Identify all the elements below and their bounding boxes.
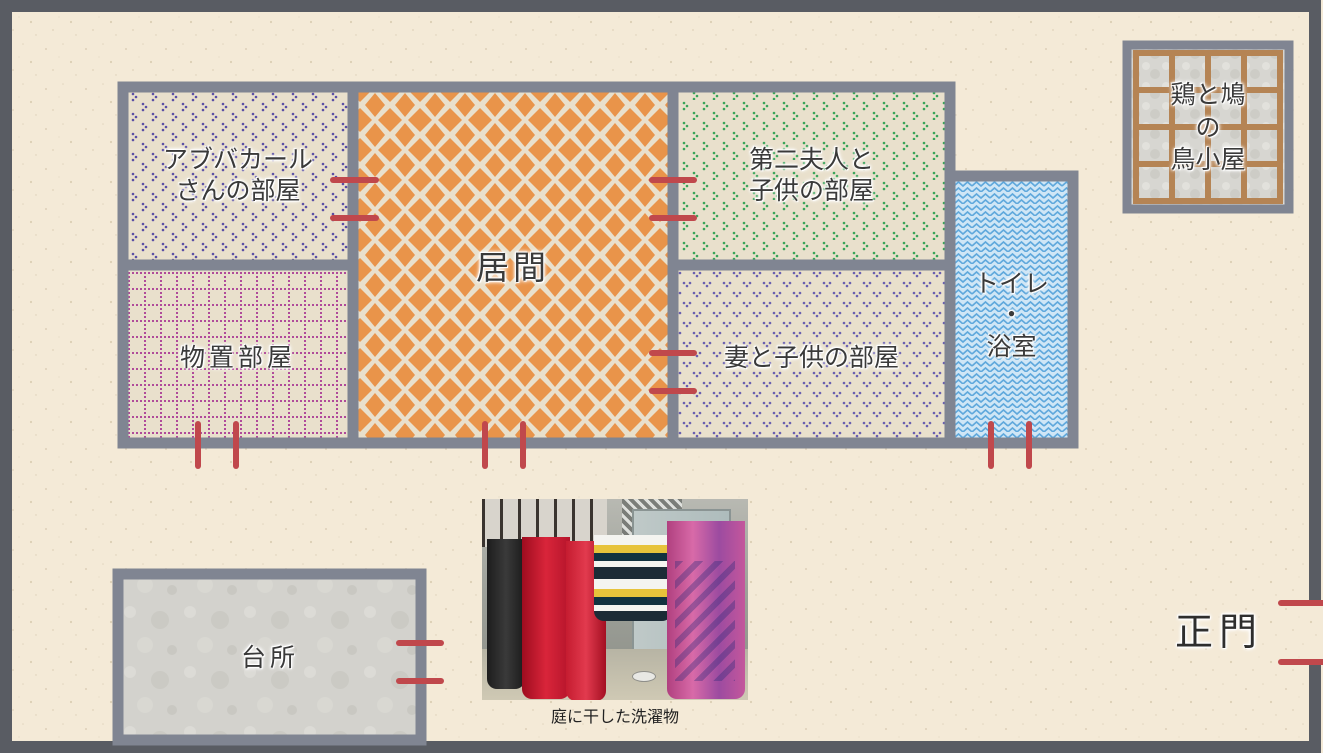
room-storage [123, 265, 353, 443]
room-bath [950, 176, 1073, 443]
laundry-photo [482, 499, 748, 700]
room-second-wife [673, 87, 950, 265]
coop [1122, 40, 1294, 214]
room-wife [673, 265, 950, 443]
house-walls [117, 81, 1079, 449]
doors [195, 177, 1323, 684]
room-kitchen [112, 568, 427, 746]
room-living [353, 87, 673, 443]
room-abubakar [123, 87, 353, 265]
photo-caption: 庭に干した洗濯物 [550, 707, 679, 726]
